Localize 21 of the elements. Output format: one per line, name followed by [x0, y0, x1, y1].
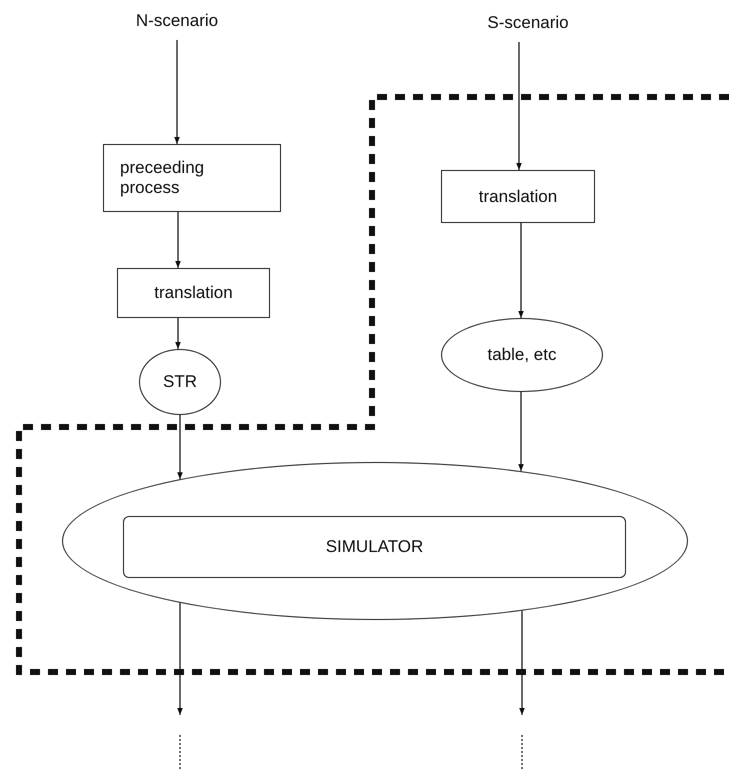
- arrow: [177, 415, 183, 480]
- simulator-box: [123, 516, 626, 578]
- node-label: table, etc: [488, 345, 556, 365]
- node-label: STR: [163, 372, 197, 392]
- arrow: [518, 223, 524, 318]
- process-box: [441, 170, 595, 223]
- node-label: translation: [154, 283, 233, 303]
- arrow: [516, 42, 522, 170]
- arrow: [175, 318, 181, 350]
- arrow: [518, 392, 524, 472]
- node-label: translation: [478, 186, 558, 206]
- process-box: [103, 144, 281, 212]
- scenario-label: S-scenario: [487, 13, 569, 33]
- arrow: [519, 610, 525, 715]
- arrow: [174, 40, 180, 144]
- arrow: [177, 602, 183, 715]
- scenario-label: N-scenario: [136, 11, 218, 31]
- node-label: preceeding process: [120, 158, 206, 198]
- process-box: [117, 268, 270, 318]
- arrow: [175, 212, 181, 268]
- node-label: SIMULATOR: [326, 537, 424, 557]
